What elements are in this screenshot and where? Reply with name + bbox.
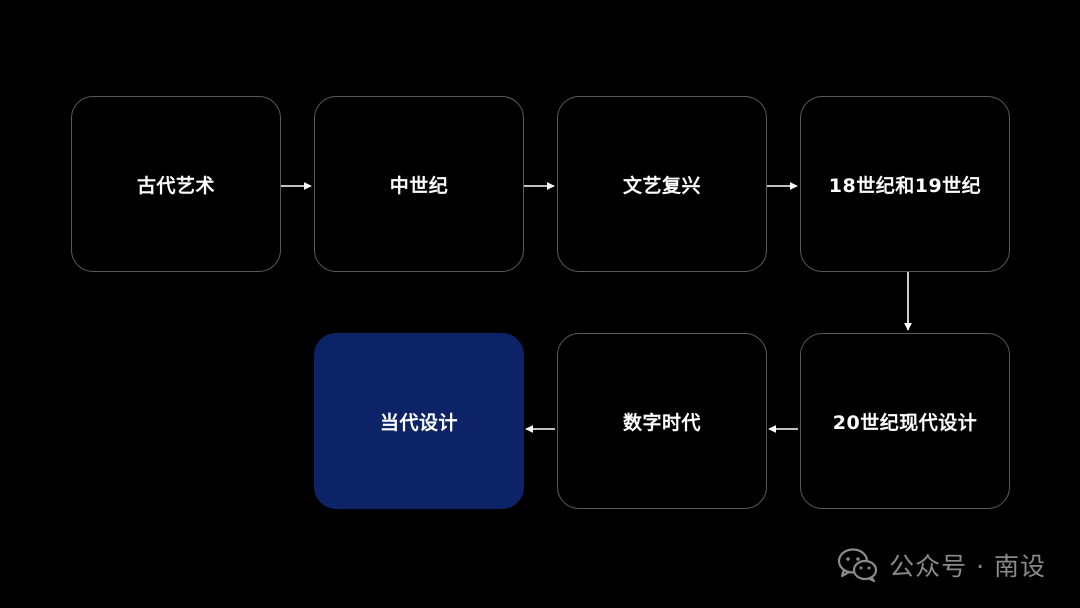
step-digital-age: 数字时代 <box>557 333 767 509</box>
step-label: 古代艺术 <box>136 174 215 197</box>
step-label: 中世纪 <box>389 174 449 197</box>
step-label: 20世纪现代设计 <box>832 411 978 434</box>
step-label: 当代设计 <box>379 411 458 434</box>
watermark-text: 公众号 · 南设 <box>889 552 1046 581</box>
step-label: 18世纪和19世纪 <box>828 174 982 197</box>
wechat-icon <box>838 548 878 583</box>
step-renaissance: 文艺复兴 <box>557 96 767 272</box>
step-label: 文艺复兴 <box>622 174 701 197</box>
step-contemporary-design: 当代设计 <box>314 333 524 509</box>
step-18th-19th-century: 18世纪和19世纪 <box>800 96 1010 272</box>
step-middle-ages: 中世纪 <box>314 96 524 272</box>
step-label: 数字时代 <box>622 411 701 434</box>
watermark: 公众号 · 南设 <box>837 547 1046 583</box>
step-ancient-art: 古代艺术 <box>71 96 281 272</box>
step-20th-century-modern-design: 20世纪现代设计 <box>800 333 1010 509</box>
